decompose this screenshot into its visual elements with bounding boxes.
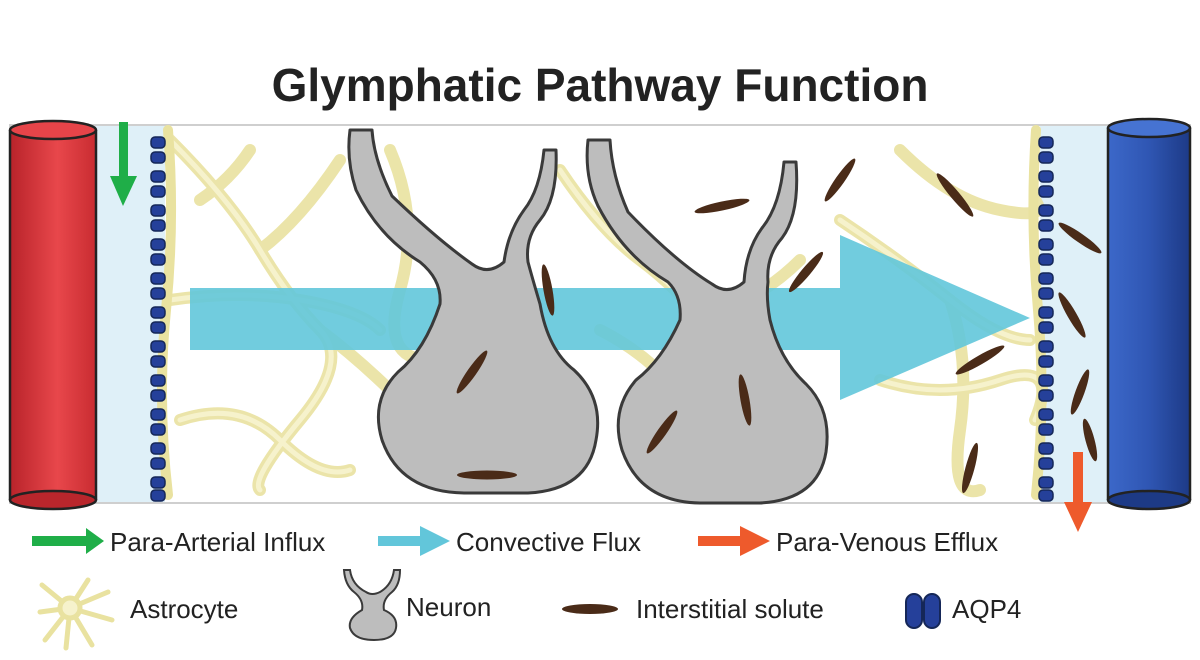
aqp4-channel bbox=[150, 219, 166, 232]
aqp4-channel bbox=[150, 476, 166, 489]
aqp4-channel bbox=[1038, 423, 1054, 436]
legend-aqp4-label: AQP4 bbox=[952, 594, 1022, 624]
interstitial-solute bbox=[738, 374, 752, 426]
interstitial-solute bbox=[541, 264, 555, 316]
aqp4-channel bbox=[150, 423, 166, 436]
vein-vessel bbox=[1106, 117, 1192, 511]
solute-icon bbox=[562, 604, 618, 614]
aqp4-channel bbox=[1038, 489, 1054, 502]
astrocyte-network bbox=[156, 125, 1049, 500]
diagram-title: Glymphatic Pathway Function bbox=[271, 59, 929, 111]
paravenous-efflux-arrow bbox=[1064, 452, 1092, 532]
legend-efflux-arrow bbox=[698, 526, 770, 556]
legend-solute-label: Interstitial solute bbox=[636, 594, 824, 624]
aqp4-channel bbox=[150, 136, 166, 149]
aqp4-channel bbox=[1038, 476, 1054, 489]
interstitial-solute bbox=[694, 198, 750, 214]
legend bbox=[32, 526, 941, 651]
legend-influx-label: Para-Arterial Influx bbox=[110, 527, 326, 557]
aqp4-channel bbox=[1038, 287, 1054, 300]
interstitial-solute bbox=[788, 251, 824, 293]
legend-convective-arrow bbox=[378, 526, 450, 556]
aqp4-column-left bbox=[150, 136, 166, 502]
aqp4-channel bbox=[1038, 355, 1054, 368]
interstitial-solute bbox=[1058, 222, 1102, 254]
convective-flux-arrow bbox=[190, 235, 1030, 400]
astrocyte-icon bbox=[37, 577, 115, 651]
aqp4-channel bbox=[150, 238, 166, 251]
aqp4-channel bbox=[150, 306, 166, 319]
aqp4-channel bbox=[1038, 185, 1054, 198]
aqp4-channel bbox=[1038, 170, 1054, 183]
aqp4-channel bbox=[150, 489, 166, 502]
aqp4-channel bbox=[1038, 151, 1054, 164]
aqp4-channel bbox=[1038, 374, 1054, 387]
aqp4-channel bbox=[1038, 389, 1054, 402]
legend-astrocyte-label: Astrocyte bbox=[130, 594, 239, 624]
neuron-left bbox=[347, 128, 600, 495]
interstitial-solute bbox=[456, 350, 488, 394]
aqp4-channel bbox=[1038, 272, 1054, 285]
aqp4-channel bbox=[1038, 238, 1054, 251]
interstitial-solute bbox=[961, 442, 979, 494]
interstitial-solute bbox=[1058, 292, 1086, 338]
aqp4-channel bbox=[150, 355, 166, 368]
aqp4-channel bbox=[1038, 219, 1054, 232]
interstitial-solutes bbox=[456, 158, 1102, 494]
interstitial-solute bbox=[955, 345, 1005, 375]
aqp4-channel bbox=[150, 408, 166, 421]
legend-efflux-label: Para-Venous Efflux bbox=[776, 527, 999, 557]
neuron-right bbox=[585, 138, 829, 505]
interstitial-solute bbox=[1070, 369, 1090, 415]
aqp4-channel bbox=[1038, 306, 1054, 319]
interstitial-solute bbox=[936, 173, 974, 217]
interstitial-solute bbox=[824, 158, 856, 202]
aqp4-channel bbox=[150, 389, 166, 402]
legend-neuron-label: Neuron bbox=[406, 592, 492, 622]
aqp4-channel bbox=[1038, 408, 1054, 421]
paraarterial-influx-arrow bbox=[110, 122, 137, 206]
aqp4-channel bbox=[150, 457, 166, 470]
interstitial-solute bbox=[457, 470, 517, 480]
aqp4-channel bbox=[150, 204, 166, 217]
aqp4-column-right bbox=[1038, 136, 1054, 502]
aqp4-channel bbox=[150, 442, 166, 455]
aqp4-channel bbox=[150, 185, 166, 198]
aqp4-channel bbox=[1038, 340, 1054, 353]
aqp4-channel bbox=[150, 340, 166, 353]
aqp4-channel-icon bbox=[905, 593, 941, 629]
aqp4-channel bbox=[150, 151, 166, 164]
aqp4-channel bbox=[1038, 442, 1054, 455]
aqp4-channel bbox=[150, 374, 166, 387]
artery-vessel bbox=[8, 119, 98, 511]
aqp4-channel bbox=[1038, 457, 1054, 470]
legend-convective-label: Convective Flux bbox=[456, 527, 641, 557]
aqp4-channel bbox=[150, 321, 166, 334]
aqp4-channel bbox=[1038, 136, 1054, 149]
legend-influx-arrow bbox=[32, 528, 104, 554]
neuron-icon bbox=[342, 569, 402, 642]
aqp4-channel bbox=[150, 287, 166, 300]
aqp4-channel bbox=[150, 170, 166, 183]
interstitial-solute bbox=[646, 410, 678, 454]
aqp4-channel bbox=[150, 272, 166, 285]
aqp4-channel bbox=[1038, 204, 1054, 217]
aqp4-channel bbox=[150, 253, 166, 266]
interstitial-solute bbox=[1082, 418, 1098, 462]
aqp4-channel bbox=[1038, 253, 1054, 266]
aqp4-channel bbox=[1038, 321, 1054, 334]
